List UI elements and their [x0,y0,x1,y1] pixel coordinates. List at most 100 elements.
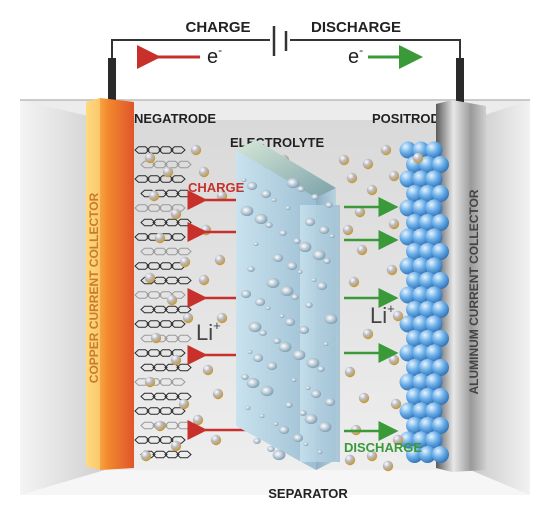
graphite-hex [164,189,180,198]
lithium-ion [200,224,212,236]
graphite-hex [170,233,186,241]
housing-left-wall [20,100,105,495]
separator-pore [310,389,322,399]
graphite-hex [164,160,180,169]
lithium-ion [179,256,191,268]
separator-pores [240,177,338,461]
graphite-hex [134,436,150,444]
lithium-ion [210,434,222,446]
separator-pore [325,201,333,209]
separator-pore [292,349,306,361]
cathode-sphere [419,243,436,260]
cathode-sphere [425,431,443,449]
graphite-hex [164,450,180,459]
lithium-ion [380,144,392,156]
graphite-hex [164,305,180,314]
separator-pore [247,265,255,273]
cathode-sphere [419,359,436,376]
terminal-left [108,58,116,116]
cathode-sphere [399,402,417,420]
cathode-sphere [425,199,443,217]
cathode-sphere [399,373,417,391]
lithium-ion [342,224,354,236]
cathode-sphere [412,286,430,304]
copper-collector-edge [86,98,100,470]
separator-pore [318,421,332,433]
graphite-hex [176,160,192,169]
separator-label: SEPARATOR [268,486,348,501]
separator-pore [278,341,292,353]
separator-pore [240,205,254,217]
graphite-hex [158,262,174,270]
cathode-sphere [406,417,423,434]
cathode-sphere [432,272,449,289]
charge-arrow-label: CHARGE [188,180,245,195]
cathode-sphere [419,214,436,231]
lithium-ion [144,376,156,388]
graphite-hex [164,334,180,343]
graphite-hex [176,392,192,401]
cathode-sphere [419,388,436,405]
cathode-sphere [399,286,417,304]
cathode-sphere [406,243,423,260]
cathode-sphere [406,359,423,376]
separator-pore [291,293,299,301]
lithium-ion [346,172,358,184]
separator-pore [299,409,307,417]
lithium-ion [386,264,398,276]
cathode-sphere [425,373,443,391]
graphite-hex [140,421,156,430]
separator-pore [247,350,253,354]
separator-pore [271,198,277,202]
lithium-ion [170,354,182,366]
graphite-hex [170,378,186,386]
cathode-sphere [419,330,436,347]
lithium-ion [150,332,162,344]
lithium-ion [170,208,182,220]
graphite-hex [134,175,150,183]
li-ion-left-label: Li+ [196,318,221,345]
negatrode-label: NEGATRODE [134,111,216,126]
cathode-sphere [412,315,430,333]
graphite-hex [140,363,156,372]
cathode-sphere [412,199,430,217]
separator-pore [254,297,266,307]
cathode-sphere [406,301,423,318]
separator-pore [248,321,262,333]
cathode-sphere [432,214,449,231]
lithium-ion [214,254,226,266]
graphite-hex [146,407,162,415]
graphite-hex [152,363,168,372]
graphite-hex [164,392,180,401]
graphite-hex [134,204,150,212]
graphite-hex [146,262,162,270]
graphite-hex [176,247,192,256]
separator-pore [304,217,316,227]
separator-top [236,140,336,198]
lithium-ion [388,354,400,366]
graphite-hex [170,436,186,444]
graphite-hex [140,218,156,227]
graphite-hex [140,334,156,343]
graphite-hex [152,305,168,314]
lithium-ion [148,190,160,202]
separator-pore [241,373,249,381]
separator-pore [305,386,311,390]
cathode-sphere [419,301,436,318]
graphite-hex [176,276,192,285]
lithium-ion [344,454,356,466]
separator-pore [241,178,247,182]
separator-pore [278,425,290,435]
separator-pore [293,237,301,245]
cathode-sphere [432,301,449,318]
housing-floor [20,470,530,495]
cathode-sphere [412,228,430,246]
discharge-arrow-label: DISCHARGE [344,440,422,455]
separator-pore [265,221,273,229]
separator-pore [323,342,329,346]
separator-pore [259,329,267,337]
cathode-sphere [412,344,430,362]
separator-pore [303,442,309,446]
separator-pore [266,361,278,371]
